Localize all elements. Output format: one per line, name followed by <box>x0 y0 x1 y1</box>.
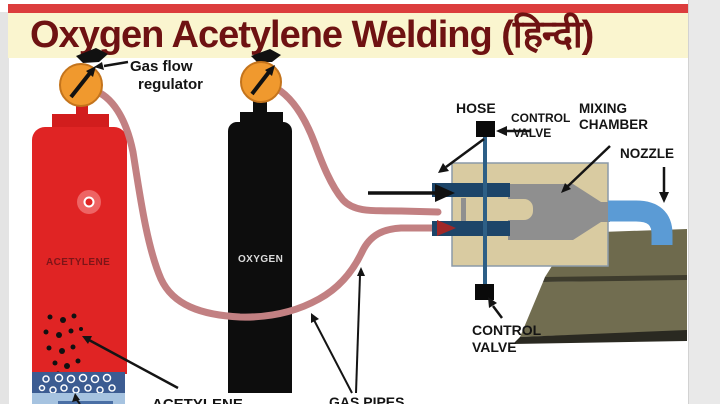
control-valve-top-label-line2: VALVE <box>513 126 552 140</box>
control-valve-top-label: CONTROL VALVE <box>511 111 570 141</box>
control-valve-bottom-label-line2: VALVE <box>472 339 517 355</box>
control-valve-bottom-label: CONTROL VALVE <box>472 322 541 356</box>
oxygen-hose <box>272 84 442 216</box>
nozzle-arrow <box>659 167 669 203</box>
gas-pipes-arrow-2 <box>355 267 365 394</box>
gas-pipes-arrow-1 <box>311 313 353 394</box>
hose-label: HOSE <box>456 100 496 116</box>
regulator-gauge-oxygen <box>240 49 282 103</box>
left-gray-strip <box>0 12 9 404</box>
title-banner <box>8 13 688 58</box>
gas-flow-regulator-arrow <box>94 60 129 70</box>
nozzle-label: NOZZLE <box>620 146 674 161</box>
mixing-chamber-label-line1: MIXING <box>579 101 628 116</box>
annotation-arrows <box>72 60 669 404</box>
oxygen-flow-arrow <box>368 184 455 202</box>
mixing-chamber-label-line2: CHAMBER <box>579 117 648 132</box>
top-red-strip <box>8 4 688 13</box>
slide-title: Oxygen Acetylene Welding (हिन्दी) <box>30 14 594 56</box>
acetylene-cylinder-label: ACETYLENE <box>46 257 111 268</box>
gas-flow-regulator-label-line2: regulator <box>138 76 204 93</box>
acetylene-flow-arrow <box>437 220 456 236</box>
control-valve-bottom-arrow <box>488 297 503 319</box>
gas-pipes-label: GAS PIPES <box>329 394 405 404</box>
hose-arrow <box>438 137 485 173</box>
hoses <box>89 84 449 321</box>
control-valve-top-arrow <box>496 126 530 136</box>
control-valve-top-label-line1: CONTROL <box>511 111 571 125</box>
control-valve-bottom-label-line1: CONTROL <box>472 322 542 338</box>
nozzle-shape <box>608 200 673 245</box>
mixing-chamber-label: MIXING CHAMBER <box>579 101 648 133</box>
acetylene-dots-arrow <box>82 336 179 390</box>
acetylene-hose <box>89 86 449 321</box>
control-valve-assembly <box>475 121 495 300</box>
oxygen-cylinder-label: OXYGEN <box>238 254 284 265</box>
mixing-chamber-arrow <box>561 145 611 193</box>
regulator-gauge-acetylene <box>59 48 108 107</box>
porous-base-arrow <box>72 393 81 404</box>
right-gray-panel <box>688 0 720 404</box>
acetylene-partial-label: ACETYLENE <box>152 396 243 404</box>
gas-flow-regulator-label: Gas flow regulator <box>130 58 203 94</box>
oxygen-cylinder <box>228 99 292 393</box>
gas-flow-regulator-label-line1: Gas flow <box>130 58 193 75</box>
mixing-chamber-shape <box>461 184 610 240</box>
